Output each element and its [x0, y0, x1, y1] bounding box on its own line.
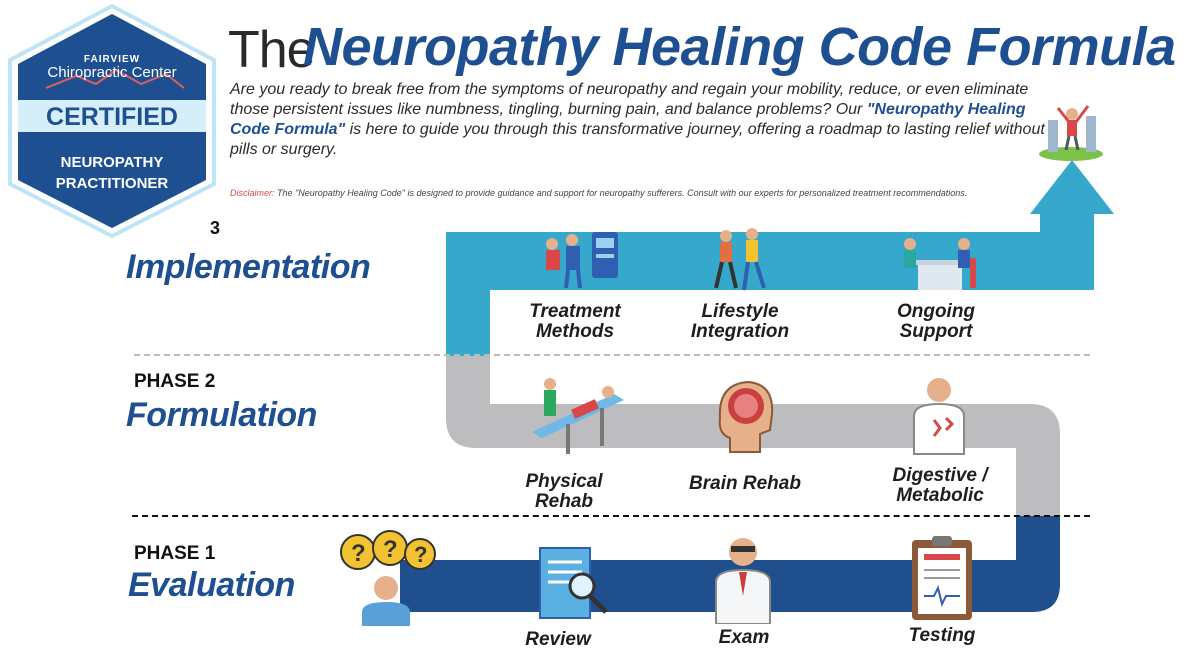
- intro-highlight: "Neuropathy Healing Code Formula": [230, 101, 1026, 138]
- step-ongoing-support: Ongoing Support: [896, 301, 976, 342]
- divider-phase2: [132, 515, 1090, 517]
- badge-certified: CERTIFIED: [46, 103, 178, 131]
- step-testing: Testing: [908, 625, 976, 646]
- badge-role-line2: PRACTITIONER: [55, 175, 169, 192]
- badge-org-name: Chiropractic Center: [47, 64, 177, 81]
- disclaimer: Disclaimer: The "Neuropathy Healing Code…: [230, 188, 967, 198]
- testing-clipboard-icon: [912, 536, 972, 620]
- badge-org-top: FAIRVIEW: [83, 54, 141, 65]
- questions-person-icon: ? ? ?: [340, 530, 436, 626]
- phase1-number: PHASE 1: [134, 543, 216, 564]
- certified-badge: FAIRVIEW Chiropractic Center CERTIFIED N…: [6, 4, 218, 238]
- svg-text:?: ?: [383, 536, 398, 563]
- step-physical-rehab: Physical Rehab: [525, 471, 603, 512]
- step-digestive-metabolic: Digestive / Metabolic: [892, 465, 988, 506]
- doctor-exam-icon: [715, 538, 771, 624]
- disclaimer-label: Disclaimer:: [230, 188, 275, 198]
- physical-rehab-icon: [532, 378, 624, 454]
- disclaimer-text: The "Neuropathy Healing Code" is designe…: [274, 188, 968, 198]
- title-prefix: The: [228, 21, 316, 79]
- intro-text-1: Are you ready to break free from the sym…: [230, 81, 1029, 118]
- review-document-icon: [539, 547, 608, 619]
- brain-icon: [718, 380, 774, 453]
- intro-text-2: is here to guide you through this transf…: [230, 121, 1045, 158]
- divider-phase3: [134, 354, 1090, 356]
- ongoing-support-icon: [904, 238, 976, 290]
- step-lifestyle-integration: Lifestyle Integration: [690, 301, 790, 342]
- phase3-number: 3: [210, 218, 221, 238]
- treatment-icon: [546, 232, 618, 289]
- phase3-name: Implementation: [126, 248, 371, 286]
- svg-text:?: ?: [414, 542, 427, 567]
- phase1-name: Evaluation: [128, 566, 295, 604]
- badge-role-line1: NEUROPATHY: [60, 154, 164, 171]
- step-brain-rehab: Brain Rehab: [689, 473, 801, 494]
- phase2-name: Formulation: [126, 396, 317, 434]
- lifestyle-walkers-icon: [714, 228, 766, 291]
- step-treatment-methods: Treatment Methods: [529, 301, 621, 342]
- phase2-number: PHASE 2: [134, 371, 216, 392]
- digestive-pain-icon: [913, 378, 965, 455]
- celebrating-person-icon: [1039, 105, 1103, 161]
- intro-paragraph: Are you ready to break free from the sym…: [230, 80, 1050, 160]
- step-exam: Exam: [718, 627, 770, 648]
- step-review: Review: [525, 629, 591, 650]
- svg-text:?: ?: [351, 540, 366, 567]
- page-title: Neuropathy Healing Code Formula: [303, 17, 1176, 77]
